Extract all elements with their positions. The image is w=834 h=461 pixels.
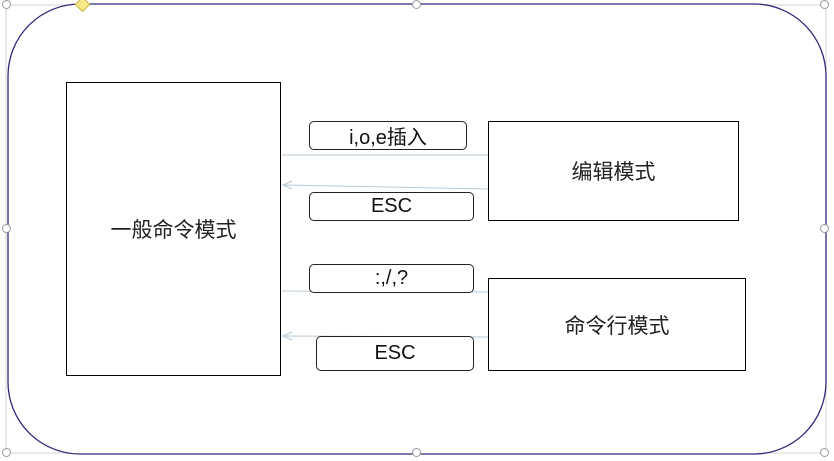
resize-handle-top-left[interactable] <box>2 0 11 9</box>
general-command-mode-box[interactable]: 一般命令模式 <box>66 82 281 376</box>
edit-mode-label: 编辑模式 <box>571 160 656 184</box>
edit-mode-box[interactable]: 编辑模式 <box>488 121 739 221</box>
cmdline-keys-text: :,/,? <box>374 267 409 289</box>
command-line-mode-label: 命令行模式 <box>564 313 670 338</box>
resize-handle-middle-right[interactable] <box>820 224 829 233</box>
esc-from-cmdline-label[interactable]: ESC <box>316 336 474 371</box>
arrowhead-from-edit <box>281 180 293 190</box>
resize-handle-top-center[interactable] <box>412 0 421 9</box>
resize-handle-middle-left[interactable] <box>2 224 11 233</box>
connector-from-edit <box>283 184 489 190</box>
resize-handle-bottom-right[interactable] <box>820 448 829 457</box>
insert-keys-label[interactable]: i,o,e插入 <box>309 121 467 150</box>
esc-from-edit-text: ESC <box>370 195 413 217</box>
esc-from-edit-label[interactable]: ESC <box>309 192 474 221</box>
general-command-mode-label: 一般命令模式 <box>110 218 237 242</box>
resize-handle-bottom-left[interactable] <box>2 448 11 457</box>
arrowhead-from-cmdline <box>281 331 293 341</box>
esc-from-cmdline-text: ESC <box>374 342 416 364</box>
cmdline-keys-label[interactable]: :,/,? <box>309 264 474 293</box>
insert-keys-text: i,o,e插入 <box>349 127 427 149</box>
resize-handle-bottom-center[interactable] <box>412 448 421 457</box>
resize-handle-top-right[interactable] <box>820 0 829 9</box>
command-line-mode-box[interactable]: 命令行模式 <box>488 278 746 371</box>
